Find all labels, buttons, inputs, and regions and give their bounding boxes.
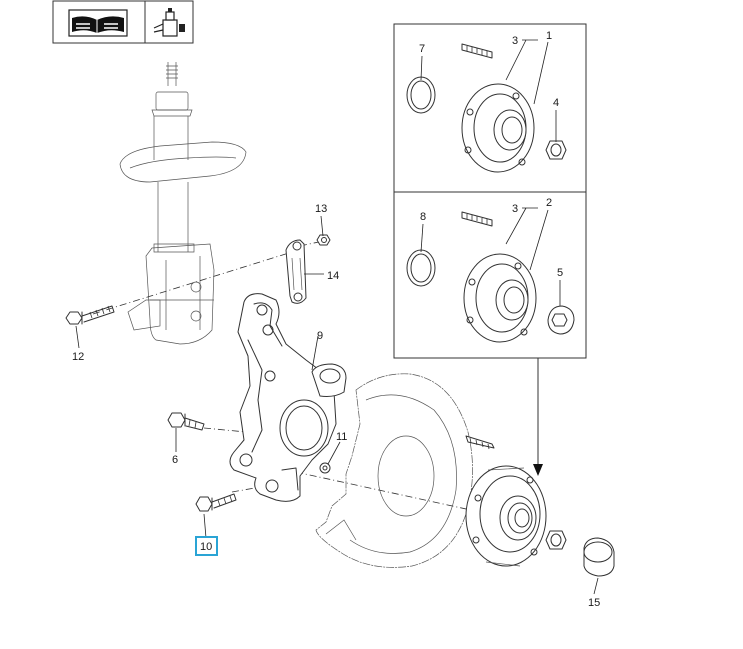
steering-knuckle-9[interactable] [229,293,347,502]
callout-1[interactable]: 1 [546,30,552,42]
inset-hub-variant-1[interactable] [406,43,567,173]
bolt-12[interactable] [65,305,115,325]
callout-14[interactable]: 14 [327,270,339,282]
callout-13[interactable]: 13 [315,203,327,215]
bolt-10[interactable] [195,493,237,512]
header-icon-strip [52,0,194,44]
callout-12[interactable]: 12 [72,351,84,363]
bolt-6[interactable] [167,412,205,431]
callout-11[interactable]: 11 [336,431,347,443]
washer-11[interactable] [319,462,331,474]
callout-15[interactable]: 15 [588,597,600,609]
brake-shield-11[interactable] [315,373,473,568]
wheel-hub-bottom[interactable] [465,435,547,567]
stabilizer-link-14[interactable] [285,239,307,304]
callout-3-bottom[interactable]: 3 [512,203,518,215]
callout-6[interactable]: 6 [172,454,178,466]
callout-5[interactable]: 5 [557,267,563,279]
strut-assembly [119,62,247,345]
nut-13[interactable] [316,234,331,246]
leader-lines [75,39,599,595]
callout-8[interactable]: 8 [420,211,426,223]
callout-2[interactable]: 2 [546,197,552,209]
callout-10-highlight [195,536,218,556]
callout-3-top[interactable]: 3 [512,35,518,47]
inset-hub-variant-2[interactable] [406,211,575,343]
callout-9[interactable]: 9 [317,330,323,342]
hub-nut-bottom[interactable] [545,530,567,550]
workshop-manual-icon[interactable] [68,9,128,37]
callout-4[interactable]: 4 [553,97,559,109]
parts-lubricant-icon[interactable] [153,8,185,37]
callout-7[interactable]: 7 [419,43,425,55]
callout-labels: 1 3 7 4 2 3 8 5 13 14 9 11 12 6 10 15 [72,30,600,609]
cap-15[interactable] [583,537,615,577]
callout-10[interactable]: 10 [200,541,212,553]
